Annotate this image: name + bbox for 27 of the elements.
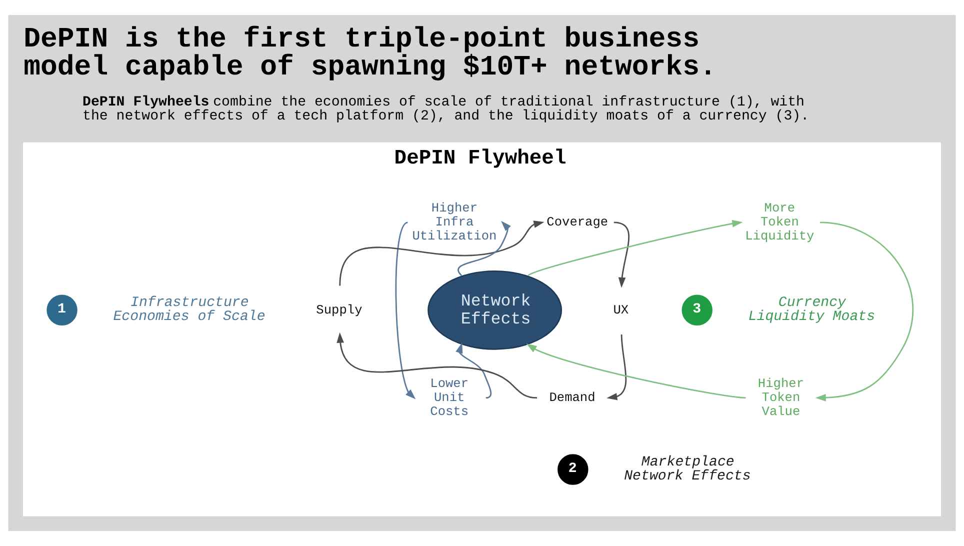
arrow bbox=[528, 220, 743, 276]
node-label: Marketplace Network Effects bbox=[624, 454, 751, 485]
node-text: Higher Token Value bbox=[758, 376, 804, 420]
node-text: Supply bbox=[316, 302, 362, 318]
node-circle: 2 bbox=[558, 454, 588, 485]
arrow bbox=[606, 334, 627, 400]
arrow bbox=[336, 332, 538, 399]
node-text: Demand bbox=[549, 390, 596, 406]
node-circle: 3 bbox=[682, 294, 712, 326]
node-text: Coverage bbox=[546, 214, 608, 230]
node-text: Lower Unit Costs bbox=[430, 376, 469, 420]
arrow bbox=[339, 220, 544, 286]
node-ellipse: Network Effects bbox=[428, 270, 562, 350]
arrow bbox=[526, 344, 746, 399]
label: DePIN Flywheels combine the economies of scale of traditional infrastructure (1), with the network effects of a tech platform (2), and the liquidity moats of a currency (3). bbox=[82, 94, 810, 125]
diagram-title: DePIN is the first triple-point business model capable of spawning $10T+ networks. bbox=[24, 24, 716, 84]
arrow bbox=[815, 222, 914, 402]
node-label: Currency Liquidity Moats bbox=[748, 295, 876, 326]
arrow bbox=[456, 342, 492, 399]
node-text: More Token Liquidity bbox=[745, 200, 814, 244]
node-text: Higher Infra Utilization bbox=[412, 200, 497, 244]
arrow bbox=[395, 222, 416, 400]
node-label: Infrastructure Economies of Scale bbox=[113, 295, 266, 326]
arrow bbox=[614, 222, 630, 288]
node-text: UX bbox=[613, 302, 629, 318]
node-circle: 1 bbox=[46, 294, 78, 326]
arrow bbox=[458, 220, 511, 276]
